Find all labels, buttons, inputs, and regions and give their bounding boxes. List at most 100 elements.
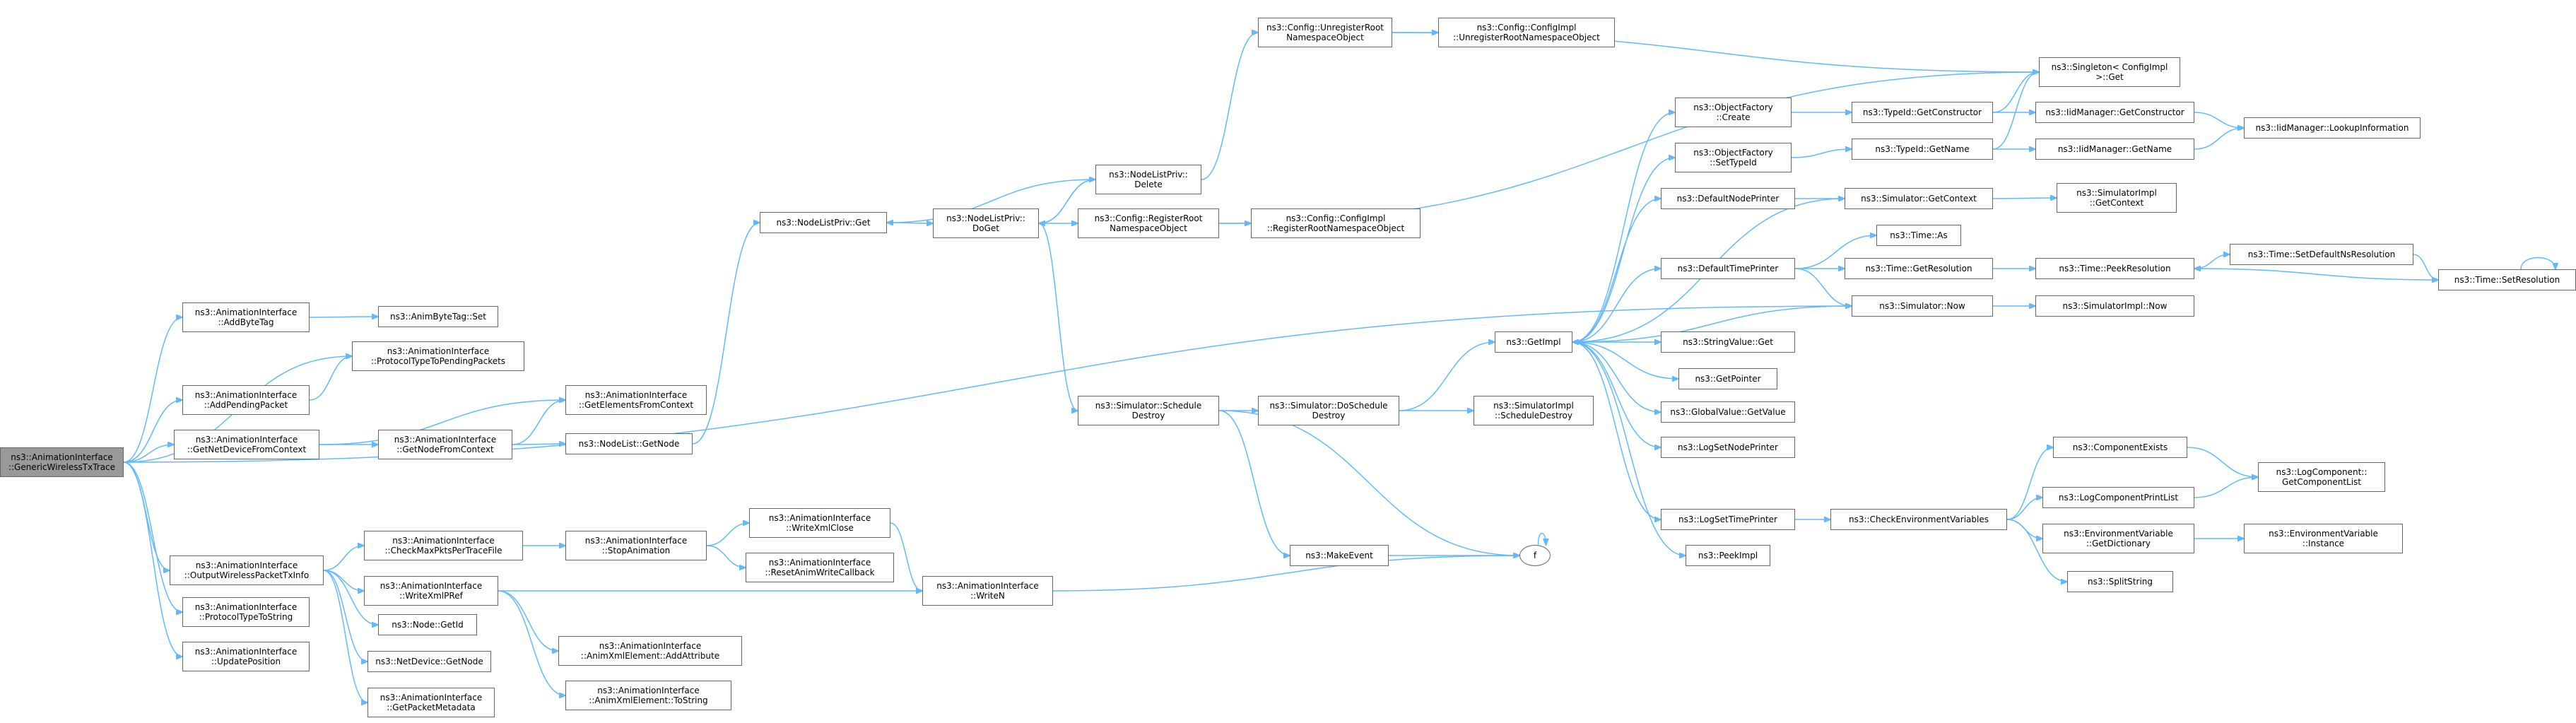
node-resetanimwritecallback[interactable]: ns3::AnimationInterface::ResetAnimWriteC… (746, 553, 894, 582)
node-label: ns3::IidManager::GetName (2057, 144, 2172, 154)
node-addattribute[interactable]: ns3::AnimationInterface::AnimXmlElement:… (558, 636, 742, 666)
node-getnodefromcontext[interactable]: ns3::AnimationInterface::GetNodeFromCont… (378, 430, 512, 459)
node-simulatorimplscheduledestroy[interactable]: ns3::SimulatorImpl::ScheduleDestroy (1474, 396, 1594, 425)
node-writen[interactable]: ns3::AnimationInterface::WriteN (922, 576, 1053, 606)
node-label: ns3::AnimationInterface (194, 390, 298, 400)
node-logcomponentprintlist[interactable]: ns3::LogComponentPrintList (2042, 487, 2194, 508)
node-iidmanagergetname[interactable]: ns3::IidManager::GetName (2035, 139, 2194, 160)
node-label: ::ProtocolTypeToPendingPackets (370, 356, 506, 366)
node-label: DoGet (972, 223, 999, 233)
node-getpointer[interactable]: ns3::GetPointer (1678, 368, 1777, 389)
node-globalvaluegetvalue[interactable]: ns3::GlobalValue::GetValue (1661, 401, 1795, 423)
node-label: ns3::LogSetTimePrinter (1678, 515, 1777, 524)
node-getimpl[interactable]: ns3::GetImpl (1495, 331, 1572, 353)
edge-getimpl-to-objectfactorycreate (1572, 112, 1675, 343)
node-stringvalueget[interactable]: ns3::StringValue::Get (1661, 331, 1795, 353)
node-splitstring[interactable]: ns3::SplitString (2067, 571, 2173, 592)
node-label: ns3::DefaultNodePrinter (1676, 194, 1780, 204)
node-envvarinstance[interactable]: ns3::EnvironmentVariable::Instance (2244, 524, 2403, 553)
node-defaultnodeprinter[interactable]: ns3::DefaultNodePrinter (1661, 188, 1795, 209)
edge-nodelistgetnode-to-nodelistprivget (692, 223, 760, 445)
node-objectfactorycreate[interactable]: ns3::ObjectFactory::Create (1675, 98, 1792, 127)
node-writexmlpref[interactable]: ns3::AnimationInterface::WriteXmlPRef (364, 576, 498, 606)
node-protocoltypetostring[interactable]: ns3::AnimationInterface::ProtocolTypeToS… (182, 597, 310, 627)
node-logsettimeprinter[interactable]: ns3::LogSetTimePrinter (1661, 509, 1795, 530)
node-addbytetag[interactable]: ns3::AnimationInterface::AddByteTag (182, 302, 310, 332)
node-label: ::Instance (2302, 539, 2345, 548)
node-f[interactable]: f (1519, 545, 1551, 566)
node-label: ns3::AnimationInterface (194, 307, 298, 317)
node-timegetresolution[interactable]: ns3::Time::GetResolution (1845, 258, 1993, 279)
node-simulatorgetcontext[interactable]: ns3::Simulator::GetContext (1845, 188, 1993, 209)
node-getnetdevicefromcontext[interactable]: ns3::AnimationInterface::GetNetDeviceFro… (174, 430, 319, 459)
node-iidmanagerlookup[interactable]: ns3::IidManager::LookupInformation (2244, 117, 2421, 139)
edge-root-to-protocoltypetostring (123, 462, 182, 612)
node-nodegetid[interactable]: ns3::Node::GetId (378, 614, 477, 635)
node-getelementsfromcontext[interactable]: ns3::AnimationInterface::GetElementsFrom… (565, 385, 707, 415)
node-timesetdefaultns[interactable]: ns3::Time::SetDefaultNsResolution (2230, 244, 2413, 265)
node-netdevicegetnode[interactable]: ns3::NetDevice::GetNode (367, 651, 491, 672)
node-configimplregister[interactable]: ns3::Config::ConfigImpl::RegisterRootNam… (1251, 208, 1421, 238)
node-outputwirelesspacket[interactable]: ns3::AnimationInterface::OutputWirelessP… (170, 556, 324, 585)
node-label: ::ProtocolTypeToString (199, 612, 293, 622)
node-logsetnodeprinter[interactable]: ns3::LogSetNodePrinter (1661, 437, 1795, 458)
node-label: ns3::AnimationInterface (380, 693, 483, 703)
node-simulatorimplnow[interactable]: ns3::SimulatorImpl::Now (2035, 295, 2194, 317)
node-nodelistgetnode[interactable]: ns3::NodeList::GetNode (565, 433, 693, 454)
node-label: ns3::NodeListPriv:: (1109, 170, 1188, 180)
node-label: ::AnimXmlElement::AddAttribute (580, 651, 720, 661)
node-stopanimation[interactable]: ns3::AnimationInterface::StopAnimation (565, 531, 707, 560)
edge-getnodefromcontext-to-getelementsfromcontext (512, 400, 565, 445)
edge-getimpl-to-globalvaluegetvalue (1572, 341, 1661, 412)
node-timeas[interactable]: ns3::Time::As (1876, 225, 1961, 246)
edge-iidmanagergetconstructor-to-iidmanagerlookup (2194, 112, 2244, 128)
node-label: ns3::NodeListPriv:: (946, 213, 1025, 223)
node-addpendingpacket[interactable]: ns3::AnimationInterface::AddPendingPacke… (182, 385, 310, 415)
node-peekimpl[interactable]: ns3::PeekImpl (1686, 545, 1770, 566)
node-label: ::UpdatePosition (211, 657, 281, 666)
node-label: ::ResetAnimWriteCallback (765, 568, 875, 577)
node-getpacketmetadata[interactable]: ns3::AnimationInterface::GetPacketMetada… (367, 688, 495, 717)
node-configimplunregister[interactable]: ns3::Config::ConfigImpl::UnregisterRootN… (1438, 18, 1615, 47)
node-componentexists[interactable]: ns3::ComponentExists (2053, 437, 2187, 458)
node-timesetresolution[interactable]: ns3::Time::SetResolution (2438, 269, 2576, 290)
node-defaulttimeprinter[interactable]: ns3::DefaultTimePrinter (1661, 258, 1795, 279)
node-updateposition[interactable]: ns3::AnimationInterface::UpdatePosition (182, 642, 310, 671)
node-label: ns3::IidManager::GetConstructor (2045, 107, 2184, 117)
node-simulatornow[interactable]: ns3::Simulator::Now (1852, 295, 1993, 317)
node-makeevent[interactable]: ns3::MakeEvent (1290, 545, 1389, 566)
node-label: ns3::LogComponentPrintList (2058, 493, 2179, 502)
node-label: ns3::AnimationInterface (195, 560, 298, 570)
edge-simulatorscheduledestroy-to-f (1218, 410, 1519, 556)
node-label: ns3::ComponentExists (2072, 442, 2168, 452)
node-checkenvvars[interactable]: ns3::CheckEnvironmentVariables (1830, 509, 2007, 530)
node-label: ns3::Simulator::Now (1879, 301, 1965, 311)
node-iidmanagergetconstructor[interactable]: ns3::IidManager::GetConstructor (2035, 102, 2194, 123)
node-envvargetdictionary[interactable]: ns3::EnvironmentVariable::GetDictionary (2042, 524, 2194, 553)
node-simulatorimplgetcontext[interactable]: ns3::SimulatorImpl::GetContext (2057, 183, 2177, 213)
node-singletonget[interactable]: ns3::Singleton< ConfigImpl >::Get (2039, 57, 2180, 87)
edge-root-to-addpendingpacket (123, 400, 182, 463)
node-label: ns3::Time::As (1890, 230, 1948, 240)
node-nodelistprivdelete[interactable]: ns3::NodeListPriv::Delete (1095, 165, 1201, 194)
node-logcomponentgetlist[interactable]: ns3::LogComponent::GetComponentList (2258, 462, 2385, 492)
node-label: ns3::AnimationInterface (584, 536, 688, 546)
node-root[interactable]: ns3::AnimationInterface::GenericWireless… (0, 447, 124, 477)
node-writexmlclose[interactable]: ns3::AnimationInterface::WriteXmlClose (749, 508, 890, 538)
node-tostring[interactable]: ns3::AnimationInterface::AnimXmlElement:… (565, 681, 731, 710)
node-objectfactorysettypeid[interactable]: ns3::ObjectFactory::SetTypeId (1675, 143, 1792, 172)
node-nodelistprivget[interactable]: ns3::NodeListPriv::Get (760, 212, 887, 233)
node-protocoltypetopending[interactable]: ns3::AnimationInterface::ProtocolTypeToP… (352, 341, 524, 371)
node-timepeekresolution[interactable]: ns3::Time::PeekResolution (2035, 258, 2194, 279)
node-typeidgetname[interactable]: ns3::TypeId::GetName (1852, 139, 1993, 160)
node-label: ns3::LogSetNodePrinter (1678, 442, 1778, 452)
node-animbytetagset[interactable]: ns3::AnimByteTag::Set (378, 306, 498, 327)
edge-simulatordoscheduledestroy-to-getimpl (1399, 342, 1495, 411)
node-typeidgetconstructor[interactable]: ns3::TypeId::GetConstructor (1852, 102, 1993, 123)
node-checkmaxpkts[interactable]: ns3::AnimationInterface::CheckMaxPktsPer… (364, 531, 523, 560)
node-nodelistprivdoget[interactable]: ns3::NodeListPriv::DoGet (933, 208, 1039, 238)
